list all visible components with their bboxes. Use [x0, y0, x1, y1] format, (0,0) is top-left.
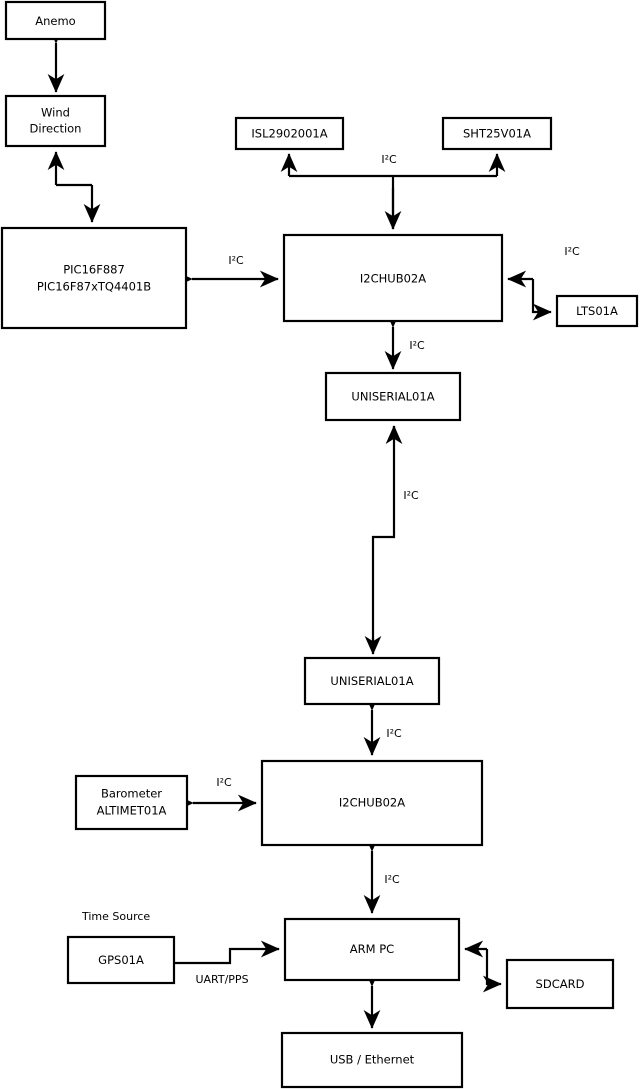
node-box-isl2902001a[interactable] [234, 116, 345, 151]
node-label-wind-direction-line1: Wind [41, 106, 70, 120]
node-label-barometer-line1: Barometer [101, 787, 162, 801]
edge-label-i2c-pic-hub: I²C [228, 254, 244, 267]
node-box-i2chub02a-top[interactable] [282, 233, 504, 323]
edge-winddirection-pic [47, 151, 101, 223]
node-label-i2chub02a-top: I2CHUB02A [360, 272, 426, 286]
node-label-i2chub02a-bottom: I2CHUB02A [339, 796, 405, 810]
node-label-usb-ethernet: USB / Ethernet [330, 1053, 415, 1067]
edge-path-armpc-to-sdcard [482, 949, 502, 993]
node-label-pic-line1: PIC16F887 [63, 263, 125, 277]
node-label-sht25v01a: SHT25V01A [463, 127, 531, 141]
edge-label-i2c-barometer-hub: I²C [216, 776, 232, 789]
node-arm-pc[interactable]: ARM PC [283, 917, 461, 982]
node-box-sht25v01a[interactable] [441, 116, 553, 151]
node-box-sdcard[interactable] [505, 958, 615, 1010]
node-box-uniserial01a-top[interactable] [324, 371, 462, 422]
node-label-lts01a: LTS01A [576, 304, 618, 318]
node-box-uniserial01a-bottom[interactable] [303, 656, 441, 706]
node-sdcard[interactable]: SDCARD [505, 958, 615, 1010]
node-usb-ethernet[interactable]: USB / Ethernet [280, 1031, 464, 1089]
node-uniserial01a-top[interactable]: UNISERIAL01A [324, 371, 462, 422]
node-wind-direction[interactable]: Wind Direction [4, 94, 107, 148]
node-i2chub02a-bottom[interactable]: I2CHUB02A [260, 759, 484, 847]
node-box-pic-microcontroller[interactable] [0, 226, 188, 330]
node-label-wind-direction-line2: Direction [30, 122, 82, 136]
edge-label-i2c-hub-uniserial: I²C [409, 339, 425, 352]
edge-label-i2c-sensors: I²C [381, 153, 397, 166]
edge-path-hubtop-to-lts [531, 279, 552, 321]
edge-hubtop-lts [507, 270, 552, 321]
node-uniserial01a-bottom[interactable]: UNISERIAL01A [303, 656, 441, 706]
node-label-isl2902001a: ISL2902001A [251, 127, 327, 141]
edge-label-i2c-uniserial-uniserial: I²C [403, 489, 419, 502]
edge-label-uart-pps: UART/PPS [195, 973, 248, 986]
node-box-usb-ethernet[interactable] [280, 1031, 464, 1089]
node-isl2902001a[interactable]: ISL2902001A [234, 116, 345, 151]
node-label-arm-pc: ARM PC [350, 942, 394, 956]
node-label-barometer-line2: ALTIMET01A [97, 804, 167, 818]
node-box-wind-direction[interactable] [4, 94, 107, 148]
edge-hubtop-sensors [280, 153, 506, 230]
edge-path-uniserial-link [371, 426, 396, 649]
edge-armpc-sdcard [464, 940, 502, 993]
node-label-sdcard: SDCARD [536, 977, 585, 991]
node-pic-microcontroller[interactable]: PIC16F887 PIC16F87xTQ4401B [0, 226, 188, 330]
edge-label-i2c-uniserial-hub: I²C [386, 727, 402, 740]
label-time-source: Time Source [81, 910, 150, 923]
node-box-arm-pc[interactable] [283, 917, 461, 982]
node-label-uniserial01a-bottom: UNISERIAL01A [330, 674, 413, 688]
node-label-pic-line2: PIC16F87xTQ4401B [37, 280, 151, 294]
edge-gps-armpc [174, 940, 280, 965]
edge-uniserialtop-uniserialbottom [364, 425, 403, 655]
node-label-gps01a: GPS01A [98, 953, 144, 967]
edge-label-i2c-hub-lts: I²C [564, 245, 580, 258]
node-box-anemo[interactable] [4, 0, 107, 41]
node-anemo[interactable]: Anemo [4, 0, 107, 41]
edge-path-gps-armpc [174, 940, 280, 965]
node-box-barometer-altimet01a[interactable] [74, 774, 189, 831]
node-barometer-altimet01a[interactable]: Barometer ALTIMET01A [74, 774, 189, 831]
node-box-i2chub02a-bottom[interactable] [260, 759, 484, 847]
node-box-gps01a[interactable] [66, 935, 176, 985]
node-i2chub02a-top[interactable]: I2CHUB02A [282, 233, 504, 323]
node-label-uniserial01a-top: UNISERIAL01A [351, 390, 434, 404]
node-sht25v01a[interactable]: SHT25V01A [441, 116, 553, 151]
node-label-anemo: Anemo [35, 14, 75, 28]
edge-label-i2c-hub-armpc: I²C [384, 873, 400, 886]
node-lts01a[interactable]: LTS01A [555, 294, 639, 328]
node-box-lts01a[interactable] [555, 294, 639, 328]
node-gps01a[interactable]: GPS01A [66, 935, 176, 985]
